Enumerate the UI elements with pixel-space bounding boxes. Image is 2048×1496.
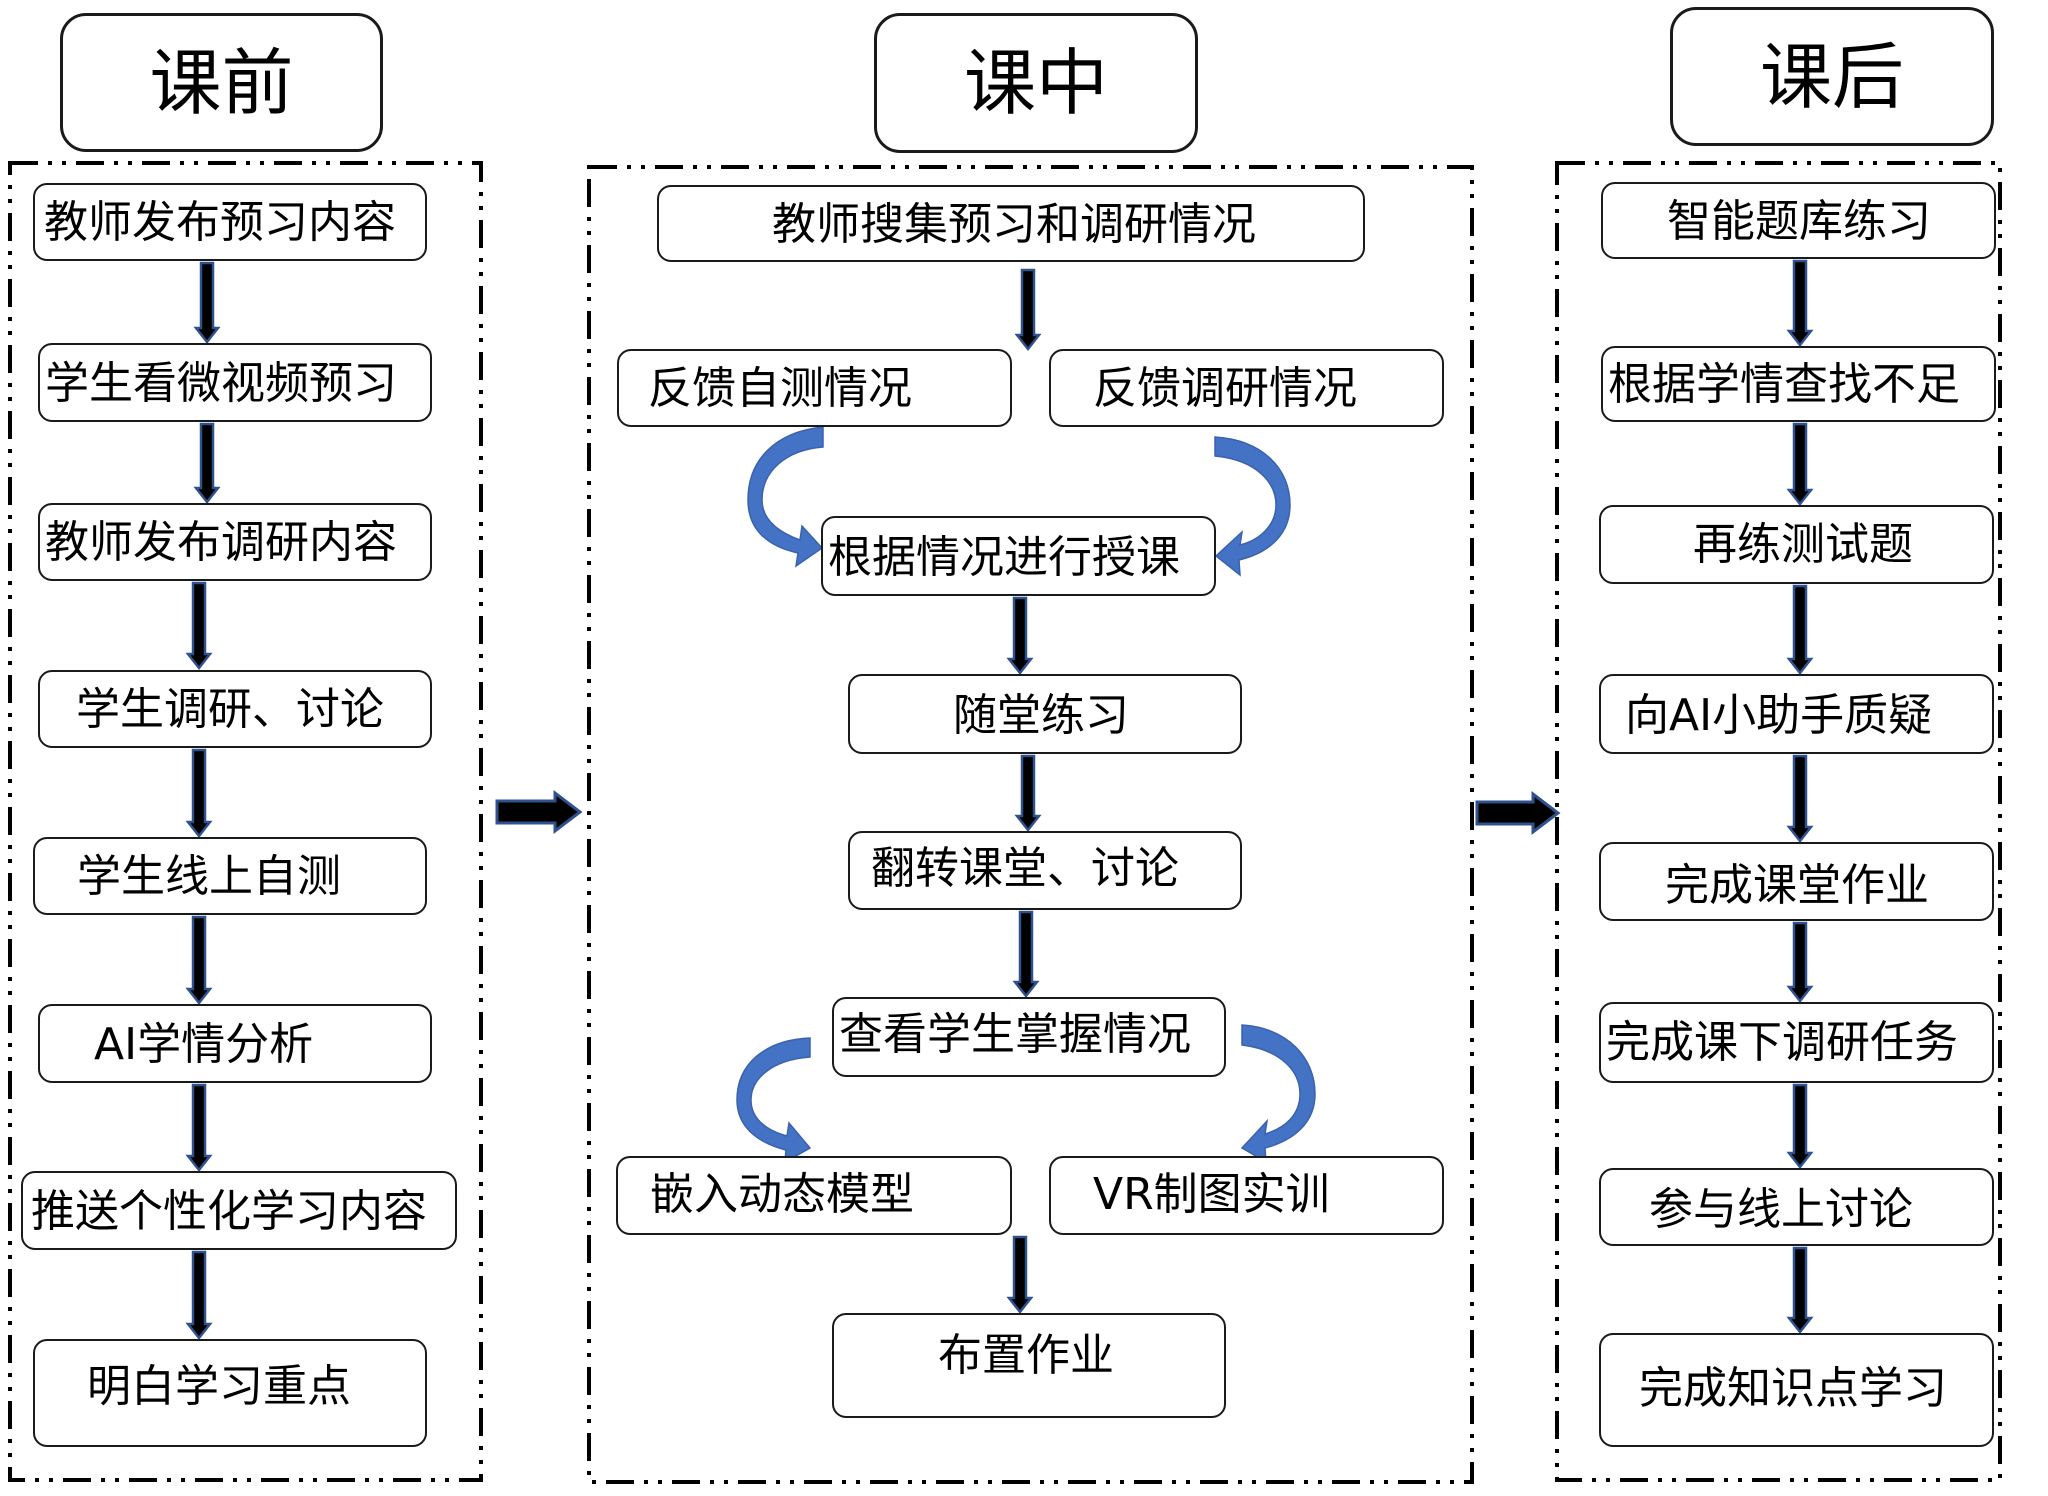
pre-class-container <box>8 161 483 1482</box>
step-student-online-selftest: 学生线上自测 <box>33 837 427 915</box>
phase-arrow-in-to-post <box>1475 790 1561 836</box>
step-ask-ai-assistant: 向AI小助手质疑 <box>1599 674 1994 754</box>
straight-arrows <box>185 259 1814 1341</box>
down-arrow-13 <box>1786 259 1814 348</box>
curved-arrows <box>736 426 1316 1164</box>
in-class-container <box>587 165 1474 1484</box>
step-feedback-selftest: 反馈自测情况 <box>617 349 1012 427</box>
step-complete-knowledge-learning: 完成知识点学习 <box>1599 1333 1994 1447</box>
step-label: 再练测试题 <box>1693 519 1913 570</box>
step-teacher-publish-preview: 教师发布预习内容 <box>33 183 427 261</box>
step-label: 教师搜集预习和调研情况 <box>772 199 1256 250</box>
step-label: 完成知识点学习 <box>1639 1363 1947 1414</box>
down-arrow-3 <box>185 581 213 671</box>
down-arrow-1 <box>193 261 221 345</box>
step-label: 翻转课堂、讨论 <box>871 843 1179 894</box>
step-label: 完成课下调研任务 <box>1606 1017 1958 1068</box>
curved-arrow-to-vr-training <box>1240 1024 1316 1164</box>
step-label: 随堂练习 <box>953 690 1129 741</box>
phase-arrows <box>495 789 1561 836</box>
down-arrow-5 <box>185 915 213 1006</box>
step-label: 布置作业 <box>938 1330 1114 1381</box>
step-teacher-publish-survey: 教师发布调研内容 <box>38 503 432 581</box>
down-arrow-8 <box>1014 268 1042 352</box>
step-vr-drawing-training: VR制图实训 <box>1049 1156 1444 1235</box>
step-label: 明白学习重点 <box>87 1361 351 1412</box>
header-pre-class: 课前 <box>60 13 383 152</box>
step-label: 参与线上讨论 <box>1649 1184 1913 1235</box>
down-arrow-18 <box>1786 1083 1814 1170</box>
step-label: 教师发布预习内容 <box>44 197 396 248</box>
step-find-shortcomings: 根据学情查找不足 <box>1601 346 1996 422</box>
curved-arrow-feedback-test <box>747 426 824 568</box>
step-online-discussion: 参与线上讨论 <box>1599 1168 1994 1246</box>
phase-arrow-pre-to-in <box>495 789 583 835</box>
down-arrow-2 <box>193 422 221 505</box>
curved-arrow-feedback-survey <box>1214 436 1291 577</box>
down-arrow-6 <box>185 1083 213 1173</box>
down-arrow-12 <box>1006 1235 1034 1315</box>
step-flipped-classroom-discuss: 翻转课堂、讨论 <box>848 831 1242 910</box>
step-student-survey-discuss: 学生调研、讨论 <box>38 670 432 748</box>
step-teach-by-situation: 根据情况进行授课 <box>821 516 1216 596</box>
phase-containers <box>8 161 2002 1484</box>
down-arrow-19 <box>1786 1246 1814 1335</box>
down-arrow-11 <box>1012 910 1040 999</box>
step-label: 反馈自测情况 <box>648 363 912 414</box>
step-assign-homework: 布置作业 <box>832 1313 1226 1418</box>
step-ai-learning-analysis: AI学情分析 <box>38 1004 432 1083</box>
header-post-class: 课后 <box>1670 7 1994 146</box>
down-arrow-15 <box>1786 584 1814 676</box>
step-label: 智能题库练习 <box>1667 196 1931 247</box>
step-in-class-practice: 随堂练习 <box>848 674 1242 754</box>
step-label: 嵌入动态模型 <box>650 1169 914 1220</box>
down-arrow-16 <box>1786 754 1814 844</box>
down-arrow-7 <box>185 1250 213 1341</box>
step-label: 教师发布调研内容 <box>45 517 397 568</box>
step-label: 根据学情查找不足 <box>1608 359 1960 410</box>
step-complete-class-homework: 完成课堂作业 <box>1599 842 1994 921</box>
step-label: 查看学生掌握情况 <box>839 1009 1191 1060</box>
step-label: 学生调研、讨论 <box>76 684 384 735</box>
step-understand-key-points: 明白学习重点 <box>33 1339 427 1447</box>
down-arrow-9 <box>1006 596 1034 676</box>
curved-arrow-to-dynamic-model <box>736 1037 812 1164</box>
down-arrow-14 <box>1786 422 1814 507</box>
step-retest-questions: 再练测试题 <box>1599 505 1994 584</box>
step-label: 向AI小助手质疑 <box>1625 690 1933 741</box>
step-teacher-collect-info: 教师搜集预习和调研情况 <box>657 185 1365 262</box>
step-label: 学生线上自测 <box>77 851 341 902</box>
step-label: 反馈调研情况 <box>1093 363 1357 414</box>
step-student-watch-video: 学生看微视频预习 <box>38 343 432 422</box>
step-check-mastery: 查看学生掌握情况 <box>832 997 1226 1077</box>
step-push-personalized-content: 推送个性化学习内容 <box>21 1171 457 1250</box>
header-in-class: 课中 <box>874 13 1198 153</box>
down-arrow-17 <box>1786 921 1814 1004</box>
step-label: 推送个性化学习内容 <box>31 1186 427 1237</box>
step-label: 完成课堂作业 <box>1665 860 1929 911</box>
step-label: VR制图实训 <box>1093 1169 1330 1220</box>
step-label: 根据情况进行授课 <box>828 532 1180 583</box>
step-complete-survey-task: 完成课下调研任务 <box>1599 1002 1994 1083</box>
step-feedback-survey: 反馈调研情况 <box>1049 349 1444 427</box>
post-class-container <box>1555 161 2002 1482</box>
step-label: 学生看微视频预习 <box>45 358 397 409</box>
down-arrow-10 <box>1014 754 1042 833</box>
step-embed-dynamic-model: 嵌入动态模型 <box>616 1156 1012 1235</box>
step-smart-question-bank: 智能题库练习 <box>1601 182 1996 259</box>
down-arrow-4 <box>185 748 213 839</box>
step-label: AI学情分析 <box>94 1019 314 1070</box>
